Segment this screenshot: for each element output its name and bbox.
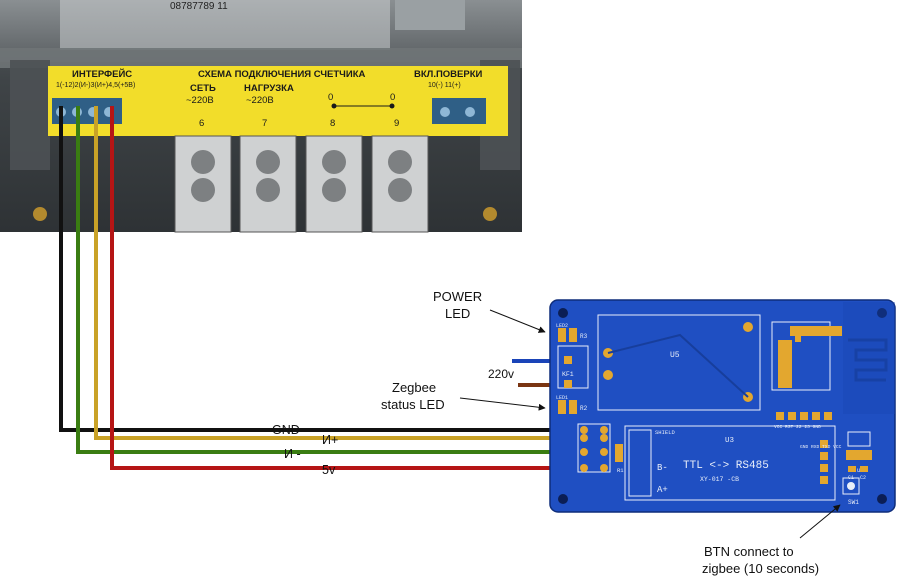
interface-pin-legend: 1(-12)2(И-)3(И+)4,5(+5В) — [56, 82, 135, 89]
led1-label: LED1 — [556, 395, 568, 401]
meter-serial: 08787789 11 — [170, 1, 228, 12]
r3-label: R3 — [580, 333, 588, 340]
gnd-label: GND — [272, 423, 300, 437]
led2-label: LED2 — [556, 323, 568, 329]
a-plus-label: A+ — [657, 485, 668, 495]
power-terminals — [174, 135, 429, 233]
header-pins-label: VCC RST 22 23 GND — [774, 424, 821, 430]
r1-label: R1 — [617, 467, 624, 474]
net-voltage: ~220В — [186, 95, 214, 106]
zigbee-led-arrow — [459, 397, 546, 411]
interface-header — [577, 423, 611, 473]
pcb-board — [549, 299, 896, 513]
sw1-label: SW1 — [848, 499, 859, 506]
c2-label: C2 — [860, 475, 866, 481]
zigbee-status-led — [558, 400, 566, 414]
load-label: НАГРУЗКА — [244, 83, 294, 94]
btn-caption-1: BTN connect to — [704, 544, 794, 559]
terminal-8-label: 8 — [330, 118, 335, 129]
btn-caption-2: zigbee (10 seconds) — [702, 561, 819, 576]
kf1-connector — [557, 345, 589, 389]
u3-pins-label: GND RXD TXD VCC — [800, 444, 842, 450]
zero-left: 0 — [328, 92, 333, 103]
zigbee-header: VCC RST 22 23 GND — [774, 412, 832, 430]
btn-arrow — [799, 504, 841, 539]
zigbee-led-caption-2: status LED — [381, 397, 445, 412]
converter-label: TTL <-> RS485 — [683, 460, 769, 472]
check-title: ВКЛ.ПОВЕРКИ — [414, 69, 483, 80]
zigbee-led-caption-1: Zegbee — [392, 380, 436, 395]
terminal-9-label: 9 — [394, 118, 399, 129]
v5-label: 5v — [322, 463, 336, 477]
zigbee-module — [771, 321, 831, 391]
check-pins: 10(-) 11(+) — [428, 82, 461, 89]
meter-wiring-label — [48, 66, 508, 136]
c1-label: C1 — [848, 475, 854, 481]
kf1-label: KF1 — [562, 371, 574, 378]
zigbee-rs485-pcb: U5 KF1 LED2 R3 LED1 R2 — [549, 299, 896, 513]
antenna-trace — [848, 338, 888, 382]
scheme-title: СХЕМА ПОДКЛЮЧЕНИЯ СЧЕТЧИКА — [198, 69, 365, 80]
i-minus-wire — [76, 106, 582, 454]
i-plus-wire — [94, 106, 582, 440]
shield-label: SHIELD — [655, 429, 676, 436]
i-minus-label: И - — [284, 447, 301, 461]
meter-button-area — [395, 0, 465, 30]
terminal-7-label: 7 — [262, 118, 267, 129]
u5-power-module — [597, 314, 761, 411]
power-led-caption-1: POWER — [433, 289, 482, 304]
u3-rs485-module — [624, 425, 836, 501]
interface-wires — [59, 106, 582, 470]
mounting-screw-right — [483, 207, 497, 221]
power-led-arrow — [489, 309, 546, 333]
meter-display-window — [60, 0, 390, 50]
interface-title: ИНТЕРФЕЙС — [72, 68, 132, 80]
module-code: XY-017 -CB — [700, 476, 739, 483]
v5-wire — [110, 106, 582, 470]
r2-label: R2 — [580, 405, 588, 412]
check-terminal-block — [432, 98, 486, 124]
gnd-wire — [59, 106, 582, 432]
zero-right: 0 — [390, 92, 395, 103]
electricity-meter: 08787789 11 ИНТЕРФЕЙС 1(-12)2(И-)3(И+)4,… — [0, 0, 522, 233]
power-led — [558, 328, 566, 342]
u5-label: U5 — [670, 351, 680, 360]
input-220v-label: 220v — [488, 367, 514, 381]
u3-label: U3 — [725, 437, 735, 445]
net-label: СЕТЬ — [190, 83, 216, 94]
i-plus-label: И+ — [322, 433, 338, 447]
mounting-screw-left — [33, 207, 47, 221]
reset-button-sw1[interactable] — [842, 477, 860, 495]
power-led-caption-2: LED — [445, 306, 470, 321]
load-voltage: ~220В — [246, 95, 274, 106]
b-minus-label: B- — [657, 463, 668, 473]
terminal-6-label: 6 — [199, 118, 204, 129]
